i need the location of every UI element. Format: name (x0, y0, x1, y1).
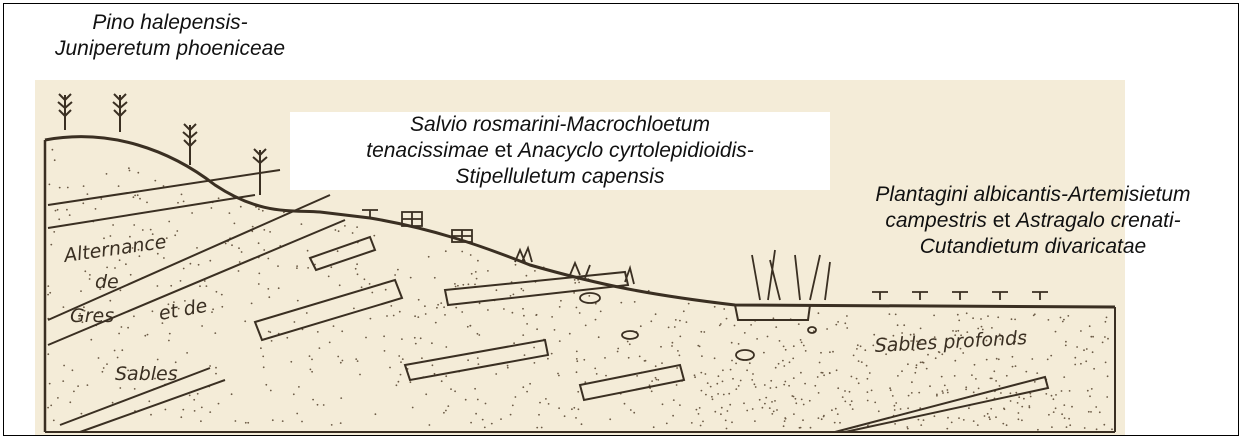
figure-frame (3, 3, 1239, 436)
